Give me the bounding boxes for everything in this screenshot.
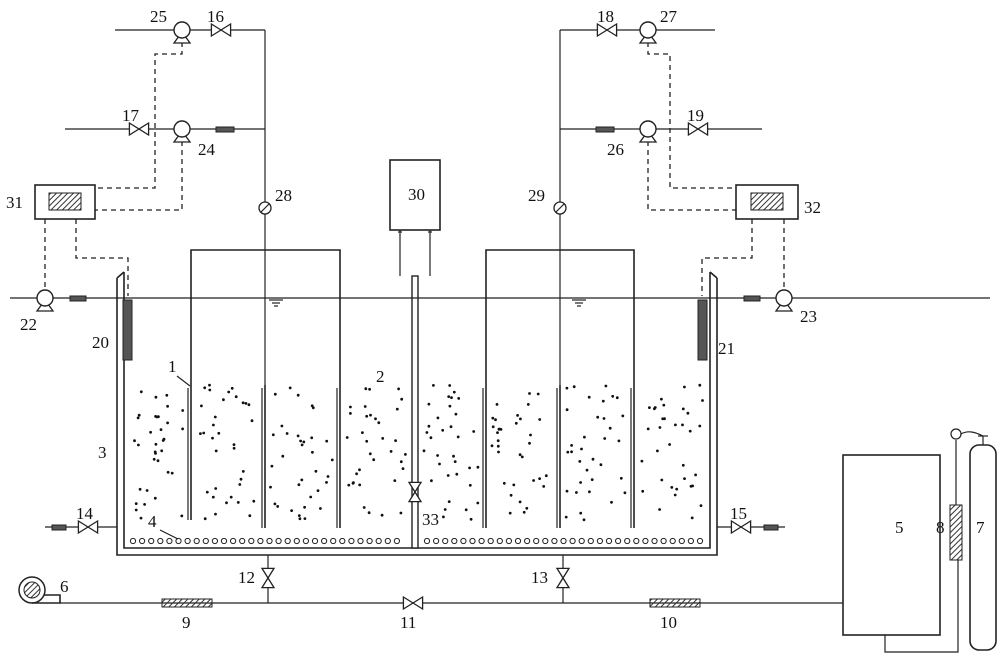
blower-icon <box>18 576 61 604</box>
flowmeter-10 <box>649 598 701 608</box>
pumps <box>35 21 794 312</box>
controller-32 <box>735 184 799 220</box>
label-15: 15 <box>730 504 747 523</box>
label-13: 13 <box>531 568 548 587</box>
flowmeter-9 <box>161 598 213 608</box>
water-level-marker-left <box>269 299 283 307</box>
tank-outer-wall <box>116 278 718 556</box>
pump-25-icon <box>172 21 192 44</box>
control-signal-lines <box>44 42 785 296</box>
power-supply-30 <box>389 159 441 276</box>
pump-26-icon <box>638 120 658 143</box>
pump-27-icon <box>638 21 658 44</box>
electrode-plates <box>187 388 632 528</box>
label-19: 19 <box>687 106 704 125</box>
valve-17-icon <box>128 121 150 137</box>
controller-31 <box>34 184 96 220</box>
label-3: 3 <box>98 443 107 462</box>
label-23: 23 <box>800 307 817 326</box>
label-33: 33 <box>422 510 439 529</box>
pressure-gauge-28 <box>258 201 272 215</box>
label-14: 14 <box>76 504 94 523</box>
label-8: 8 <box>936 518 945 537</box>
pump-23-icon <box>774 289 794 312</box>
label-5: 5 <box>895 518 904 537</box>
valve-18-icon <box>596 22 618 38</box>
probe-20 <box>122 299 133 361</box>
label-30: 30 <box>408 185 425 204</box>
label-25: 25 <box>150 7 167 26</box>
valve-13-icon <box>555 567 571 589</box>
label-22: 22 <box>20 315 37 334</box>
suspended-particles <box>133 383 704 522</box>
central-partition <box>411 275 419 549</box>
valve-15-icon <box>730 519 752 535</box>
pump-22-icon <box>35 289 55 312</box>
aeration-diffusers <box>129 537 704 545</box>
valves <box>77 22 752 611</box>
label-27: 27 <box>660 7 678 26</box>
valve-33-icon <box>407 481 423 503</box>
valve-11-icon <box>402 595 424 611</box>
top-right-piping <box>559 29 762 385</box>
probe-21 <box>697 299 708 361</box>
label-26: 26 <box>607 140 624 159</box>
label-17: 17 <box>122 106 140 125</box>
air-supply-piping <box>60 555 843 608</box>
gas-line <box>884 560 959 653</box>
label-28: 28 <box>275 186 292 205</box>
label-32: 32 <box>804 198 821 217</box>
label-10: 10 <box>660 613 677 632</box>
label-24: 24 <box>198 140 216 159</box>
pressure-gauge-29 <box>553 201 567 215</box>
label-2: 2 <box>376 367 385 386</box>
pump-24-icon <box>172 120 192 143</box>
label-9: 9 <box>182 613 191 632</box>
label-21: 21 <box>718 339 735 358</box>
label-16: 16 <box>207 7 224 26</box>
label-18: 18 <box>597 7 614 26</box>
component-labels: 1 2 3 4 5 6 7 8 9 10 11 12 13 14 15 16 1… <box>6 7 985 632</box>
label-29: 29 <box>528 186 545 205</box>
valve-14-icon <box>77 519 99 535</box>
reactor-tank <box>10 271 990 556</box>
valve-12-icon <box>260 567 276 589</box>
label-6: 6 <box>60 577 69 596</box>
label-4: 4 <box>148 512 157 531</box>
label-31: 31 <box>6 193 23 212</box>
label-1: 1 <box>168 357 177 376</box>
chamber-5 <box>842 454 941 636</box>
label-7: 7 <box>976 518 985 537</box>
valve-16-icon <box>210 22 232 38</box>
label-11: 11 <box>400 613 416 632</box>
flowmeter-8 <box>949 504 963 561</box>
label-12: 12 <box>238 568 255 587</box>
label-20: 20 <box>92 333 109 352</box>
water-level-marker-right <box>572 299 586 307</box>
valve-19-icon <box>687 121 709 137</box>
gas-cylinder-icon <box>950 428 997 651</box>
